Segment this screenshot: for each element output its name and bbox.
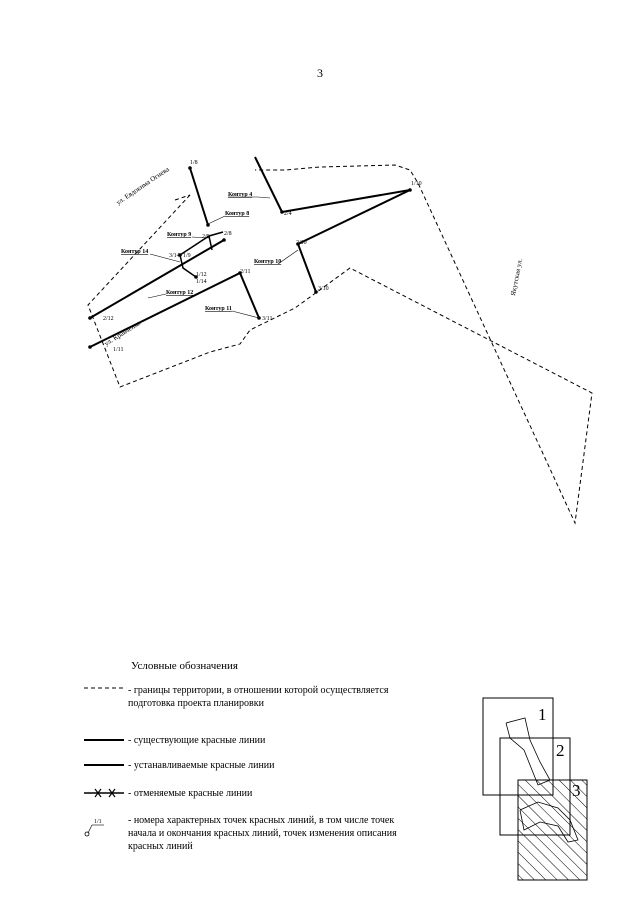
street-yakutskaya: Якутская ул. [509, 258, 524, 297]
sheet-3-number: 3 [572, 781, 581, 800]
sheet-3-frame [517, 779, 588, 881]
sheet-2-number: 2 [556, 741, 565, 760]
legend-symbol-cancelled [84, 788, 124, 798]
street-evdokim: ул. Евдокима Огнева [115, 165, 172, 207]
point-3-11: 3/11 [262, 316, 272, 322]
point-3-14: 3/14 [169, 253, 180, 259]
territory-boundary-left [174, 194, 191, 201]
territory-boundary [87, 164, 593, 525]
point-1-10: 1/10 [411, 181, 422, 187]
point-2-12: 2/12 [103, 316, 114, 322]
red-line-evdokim [189, 167, 209, 226]
point-2-4: 2/4 [284, 211, 292, 217]
red-line-yakutskaya [296, 189, 411, 293]
legend-symbol-existing [84, 739, 124, 741]
planning-map: ул. Евдокима Огнева ул. Кравченко Якутск… [87, 156, 593, 525]
street-kravchenko: ул. Кравченко [103, 319, 143, 348]
contour-12: Контур 12 [166, 290, 193, 296]
point-1-9: 1/9 [183, 253, 191, 259]
legend-item-cancelled: - отменяемые красные линии [128, 788, 253, 799]
contour-4: Контур 4 [228, 192, 252, 198]
contour-14: Контур 14 [121, 249, 148, 255]
point-1-14: 1/14 [196, 279, 207, 285]
red-line-north-east [281, 189, 411, 213]
contour-9: Контур 9 [167, 232, 191, 238]
contour-8: Контур 8 [225, 211, 249, 217]
legend-item-boundary: - границы территории, в отношении которо… [128, 685, 389, 709]
red-line-kravchenko-north [89, 239, 225, 319]
point-2-10: 2/10 [296, 240, 307, 246]
point-3-10: 3/10 [318, 286, 329, 292]
contour-10: Контур 10 [254, 259, 281, 265]
legend-item-established: - устанавливаемые красные линии [128, 760, 275, 771]
red-line-inner-3 [208, 235, 213, 251]
contour-11: Контур 11 [205, 306, 232, 312]
legend-title: Условные обозначения [131, 660, 238, 672]
point-1-12: 1/12 [196, 272, 207, 278]
point-1-11: 1/11 [113, 347, 123, 353]
legend-symbol-boundary [84, 687, 124, 689]
point-1-8: 1/8 [190, 160, 198, 166]
red-line-north [254, 156, 283, 213]
sheet-index-minimap: 1 2 3 [482, 697, 588, 881]
red-line-inner-2 [179, 254, 197, 278]
legend-symbol-point: 1/1 [84, 819, 104, 837]
point-2-11: 2/11 [240, 269, 250, 275]
legend-item-point: - номера характерных точек красных линий… [128, 815, 397, 852]
legend-item-existing: - существующие красные линии [128, 735, 266, 746]
page-number: 3 [317, 66, 323, 80]
legend-point-label: 1/1 [94, 819, 102, 825]
point-2-8: 2/8 [224, 231, 232, 237]
legend-symbol-established [84, 764, 124, 766]
point-2-9: 2/9 [202, 234, 210, 240]
sheet-1-number: 1 [538, 705, 547, 724]
